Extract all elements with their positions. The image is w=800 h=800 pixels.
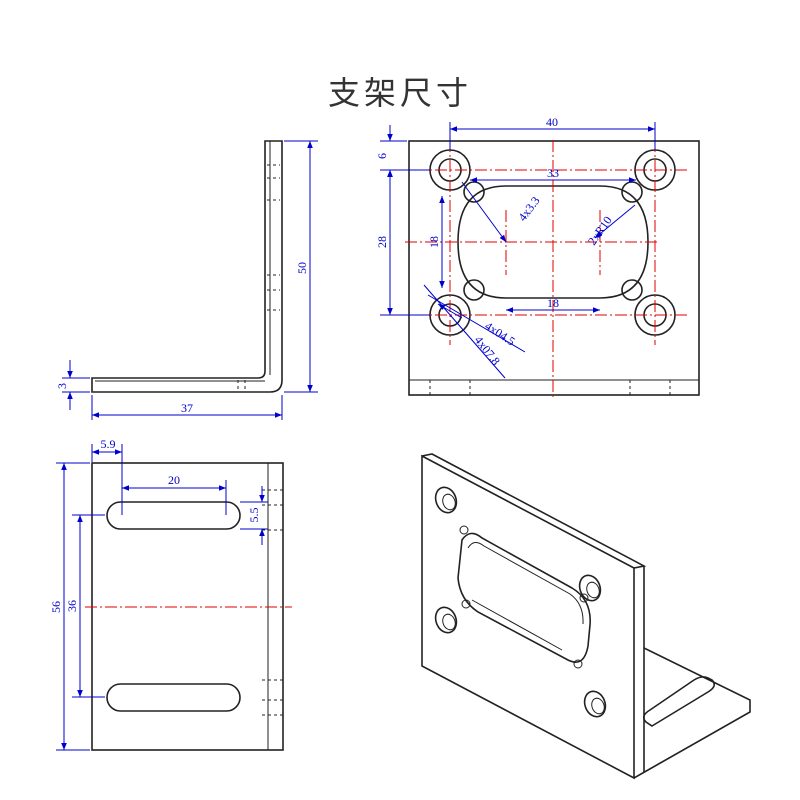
l-profile — [91, 140, 283, 393]
front-view: 40 6 28 33 18 18 4x3.3 2xR10 4x04.5 4x07 — [375, 115, 700, 400]
plate-outline — [408, 140, 700, 396]
dim-front-slot-width: 18 — [547, 296, 559, 310]
base-slot-bottom — [106, 683, 241, 712]
dim-front-slot-radius: 2xR10 — [585, 213, 615, 247]
dim-side-height: 50 — [295, 262, 309, 274]
dim-front-hole-spacing: 28 — [375, 236, 389, 248]
iso-central-slot — [457, 532, 591, 663]
dim-bottom-slot-width: 5.5 — [247, 508, 261, 523]
page-title: 支架尺寸 — [327, 74, 472, 112]
isometric-view — [421, 453, 751, 780]
slot-relief-bl — [463, 279, 485, 301]
dim-bottom-total-height: 56 — [49, 601, 63, 613]
iso-base-plate — [633, 647, 751, 779]
dim-front-slot-hole: 4x3.3 — [515, 194, 542, 224]
dim-side-thickness: 3 — [55, 383, 69, 389]
side-view: 50 37 3 — [55, 140, 318, 420]
base-slot-top — [106, 501, 241, 530]
dim-front-top-offset: 6 — [375, 153, 389, 159]
dim-side-length: 37 — [181, 401, 193, 415]
dim-bottom-slot-length: 20 — [168, 473, 180, 487]
dim-bottom-slot-spacing: 36 — [65, 600, 79, 612]
central-slot — [457, 185, 649, 299]
slot-relief-br — [621, 279, 643, 301]
dim-front-slot-height: 18 — [427, 236, 441, 248]
dim-bottom-slot-offset: 5.9 — [101, 437, 116, 451]
dim-front-width: 40 — [546, 115, 558, 129]
bottom-view: 5.9 20 5.5 56 36 — [49, 437, 292, 751]
dim-front-slot-length: 33 — [547, 166, 559, 180]
